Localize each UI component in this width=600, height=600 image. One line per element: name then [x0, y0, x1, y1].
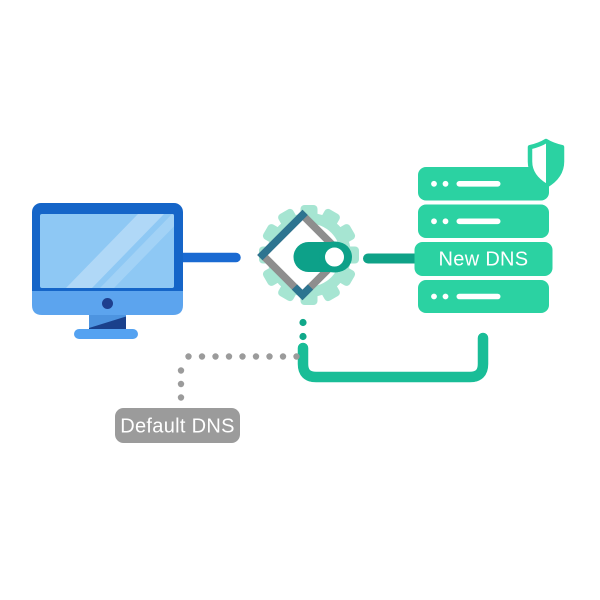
new-dns-label: New DNS — [439, 249, 529, 271]
diamond-teal-tip — [291, 284, 314, 301]
green-elbow-connector — [297, 332, 489, 383]
server-led — [442, 293, 449, 300]
camera-dot — [102, 298, 113, 309]
server-led — [431, 293, 437, 300]
security-shield-icon — [527, 138, 565, 189]
reflection-band-wide — [66, 214, 164, 288]
gray-dot — [177, 394, 185, 401]
server-slot-bar — [456, 218, 501, 225]
green-dot — [299, 318, 307, 327]
gray-dot — [293, 353, 300, 360]
screen-reflection — [66, 214, 174, 288]
shield-right-half — [546, 141, 562, 186]
gray-dot — [177, 380, 185, 388]
diamond-teal-edge — [257, 209, 308, 261]
server-led — [442, 180, 449, 187]
gray-dotted-path — [177, 353, 300, 401]
gray-dot — [239, 353, 246, 360]
gray-dot — [212, 353, 219, 360]
gray-dot — [185, 353, 192, 360]
gray-dot — [198, 353, 206, 360]
monitor-stand-base — [74, 329, 138, 339]
server-row-new-dns — [414, 242, 553, 276]
default-dns-box — [115, 408, 240, 443]
gray-dot — [177, 367, 185, 374]
server-led — [442, 218, 449, 225]
server-row-leds — [431, 180, 501, 300]
desktop-monitor-icon — [32, 203, 183, 339]
gray-dot — [225, 353, 233, 360]
default-dns-label: Default DNS — [120, 416, 234, 438]
green-dotted-connector — [299, 318, 307, 341]
reflection-band-narrow — [100, 214, 174, 288]
server-led — [431, 180, 437, 187]
toggle-knob — [319, 241, 350, 273]
dns-server-icon: New DNS — [414, 167, 553, 313]
monitor-stand-neck-shadow — [89, 316, 126, 330]
gray-dot — [279, 353, 287, 360]
gray-dot — [266, 353, 273, 360]
default-dns-label-box: Default DNS — [115, 408, 240, 443]
dns-server-rows — [414, 167, 553, 313]
server-slot-bar — [456, 293, 501, 300]
server-led — [431, 218, 437, 225]
server-slot-bar — [456, 181, 501, 187]
toggle-on-icon — [293, 241, 352, 273]
monitor-screen — [40, 214, 174, 288]
green-dot — [299, 332, 307, 341]
gray-dot — [252, 353, 260, 360]
